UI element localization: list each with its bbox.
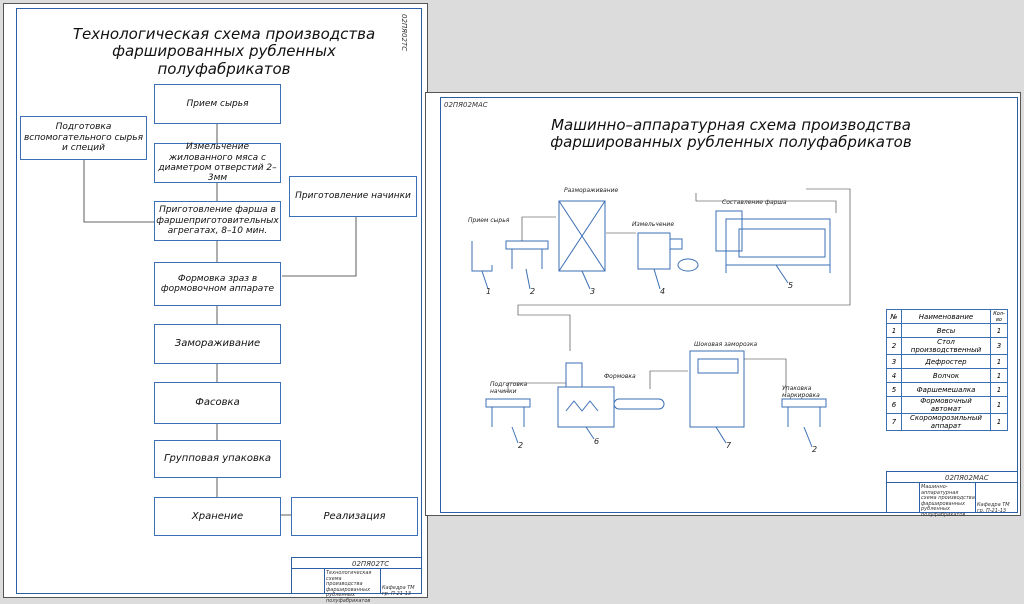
right-tb-desc: Машинно-аппаратурная схема производства … bbox=[921, 484, 975, 518]
num-7: 7 bbox=[726, 441, 732, 450]
left-tb-desc: Технологическая схема производства фарши… bbox=[326, 570, 372, 604]
spec-cell: 3 bbox=[990, 337, 1008, 355]
box-sale: Реализация bbox=[291, 497, 418, 536]
num-5: 5 bbox=[788, 281, 794, 290]
spec-cell: 1 bbox=[990, 354, 1008, 369]
box-mince-prep: Приготовление фарша в фаршеприготовитель… bbox=[154, 201, 281, 241]
left-title-line2: фаршированных рубленных полуфабрикатов bbox=[112, 42, 336, 78]
left-sheet: 02ПЯ02ТС Технологическая схема производс… bbox=[3, 3, 428, 603]
spec-cell: 1 bbox=[990, 382, 1008, 397]
spec-cell: 5 bbox=[886, 382, 902, 397]
label-forming: Формовка bbox=[604, 373, 636, 380]
num-6: 6 bbox=[594, 437, 600, 446]
spec-cell: 1 bbox=[990, 396, 1008, 414]
spec-cell: 1 bbox=[990, 323, 1008, 338]
spec-cell: Формовочный автомат bbox=[901, 396, 991, 414]
spec-h-qty: Кол-во bbox=[990, 309, 1008, 324]
label-filling: Подготовка начинки bbox=[490, 381, 528, 395]
left-flow-arrows bbox=[83, 124, 357, 516]
spec-cell: 7 bbox=[886, 413, 902, 431]
spec-cell: 1 bbox=[990, 368, 1008, 383]
right-title-line2: фаршированных рубленных полуфабрикатов bbox=[550, 133, 912, 152]
right-title: Машинно–аппаратурная схема производства … bbox=[506, 116, 956, 152]
num-2b: 2 bbox=[518, 441, 524, 450]
num-2: 2 bbox=[530, 287, 536, 296]
label-reception: Прием сырья bbox=[468, 217, 510, 224]
num-2c: 2 bbox=[812, 445, 818, 454]
right-sheet: 02ПЯ02МАС Машинно–аппаратурная схема про… bbox=[425, 92, 1021, 517]
spec-cell: Стол производственный bbox=[901, 337, 991, 355]
spec-cell: 1 bbox=[990, 413, 1008, 431]
label-packing: Упаковка маркировка bbox=[782, 385, 820, 399]
left-frame bbox=[16, 8, 422, 594]
num-1: 1 bbox=[486, 287, 492, 296]
spec-cell: 1 bbox=[886, 323, 902, 338]
label-defrost: Размораживание bbox=[564, 187, 619, 194]
right-tb-code: 02ПЯ02МАС bbox=[945, 474, 989, 482]
left-title: Технологическая схема производства фарши… bbox=[44, 25, 404, 78]
box-filling-prep: Приготовление начинки bbox=[289, 176, 417, 217]
spec-h-name: Наименование bbox=[901, 309, 991, 324]
right-title-block: 02ПЯ02МАС Машинно-аппаратурная схема про… bbox=[886, 471, 1018, 517]
spec-cell: 3 bbox=[886, 354, 902, 369]
num-4: 4 bbox=[660, 287, 666, 296]
spec-cell: Весы bbox=[901, 323, 991, 338]
num-3: 3 bbox=[590, 287, 596, 296]
left-title-line1: Технологическая схема производства bbox=[72, 25, 376, 43]
left-tb-org: Кафедра ТМ гр. П-21-13 bbox=[382, 585, 415, 597]
box-packing: Фасовка bbox=[154, 382, 281, 424]
box-reception: Прием сырья bbox=[154, 84, 281, 124]
spec-cell: 2 bbox=[886, 337, 902, 355]
box-forming: Формовка зраз в формовочном аппарате bbox=[154, 262, 281, 306]
spec-cell: 4 bbox=[886, 368, 902, 383]
right-equipment-drawing bbox=[471, 188, 851, 448]
spec-cell: Волчок bbox=[901, 368, 991, 383]
right-title-line1: Машинно–аппаратурная схема производства bbox=[551, 116, 911, 134]
right-frame bbox=[440, 97, 1018, 513]
left-tb-code: 02ПЯ02ТС bbox=[352, 560, 390, 568]
right-stamp-top: 02ПЯ02МАС bbox=[444, 101, 488, 109]
right-tb-org: Кафедра ТМ гр. П-21-13 bbox=[977, 502, 1010, 514]
box-storage: Хранение bbox=[154, 497, 281, 536]
box-aux-prep: Подготовка вспомогательного сырья и спец… bbox=[20, 116, 147, 160]
label-grinding: Измельчение bbox=[632, 221, 675, 228]
spec-cell: Дефростер bbox=[901, 354, 991, 369]
spec-cell: Скороморозильный аппарат bbox=[901, 413, 991, 431]
box-group-pack: Групповая упаковка bbox=[154, 440, 281, 478]
box-freezing: Замораживание bbox=[154, 324, 281, 364]
spec-cell: 6 bbox=[886, 396, 902, 414]
spec-header-row: № Наименование Кол-во bbox=[886, 309, 1008, 324]
spec-cell: Фаршемешалка bbox=[901, 382, 991, 397]
spec-h-no: № bbox=[886, 309, 902, 324]
box-grinding: Измельчение жилованного мяса с диаметром… bbox=[154, 142, 281, 183]
label-mixing: Составление фарша bbox=[722, 199, 787, 206]
label-freezing: Шоковая заморозка bbox=[694, 341, 758, 348]
left-title-block: 02ПЯ02ТС Технологическая схема производс… bbox=[291, 557, 422, 603]
